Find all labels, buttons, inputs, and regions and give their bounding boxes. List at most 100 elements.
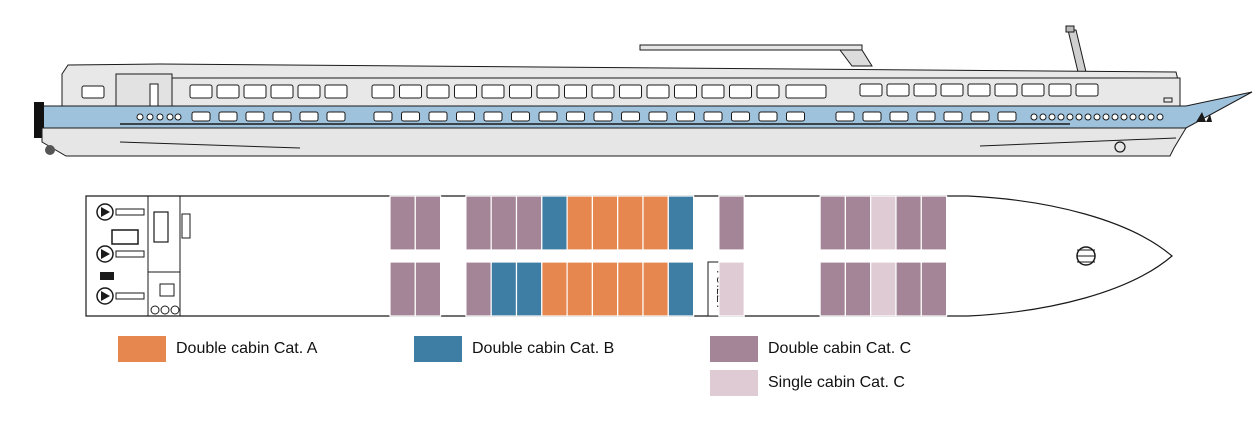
cabin-cat-c-double[interactable]	[414, 195, 442, 251]
porthole	[1039, 113, 1047, 121]
side-portholes	[136, 113, 1164, 121]
cabin-window	[756, 84, 780, 99]
legend-label-cat-a-double: Double cabin Cat. A	[176, 340, 318, 357]
cabin-cat-c-double[interactable]	[465, 195, 492, 251]
cabin-cat-c-double[interactable]	[895, 261, 922, 317]
bow-logo-icon	[1196, 112, 1212, 122]
lower-window	[835, 111, 855, 122]
engine-shaft	[115, 292, 145, 300]
porthole	[1120, 113, 1128, 121]
cabin-cat-a-double[interactable]	[591, 261, 619, 317]
porthole	[1084, 113, 1092, 121]
cabin-cat-c-double[interactable]	[844, 261, 872, 317]
cabin-window	[536, 84, 560, 99]
cabin-cat-c-double[interactable]	[819, 195, 846, 251]
cabin-cat-c-double[interactable]	[819, 261, 846, 317]
legend-swatch-cat-b-double	[414, 336, 462, 362]
legend-item-cat-c-single: Single cabin Cat. C	[710, 370, 905, 396]
service-room	[147, 271, 181, 317]
cabin-window	[1075, 83, 1099, 97]
cabin-window	[701, 84, 725, 99]
lower-window	[889, 111, 909, 122]
cabin-cat-c-double[interactable]	[389, 261, 416, 317]
cabin-cat-c-double[interactable]	[490, 195, 518, 251]
porthole	[1102, 113, 1110, 121]
porthole	[1147, 113, 1155, 121]
cabin-cat-b-double[interactable]	[667, 195, 695, 251]
cabin-cat-b-double[interactable]	[515, 261, 543, 317]
ship-side-view	[34, 25, 1253, 157]
cabin-cat-a-double[interactable]	[566, 261, 593, 317]
lower-window	[373, 111, 393, 122]
cabin-window	[994, 83, 1018, 97]
cabin-cat-b-double[interactable]	[541, 195, 568, 251]
lower-window	[943, 111, 963, 122]
engine-arrow-icon	[101, 291, 110, 301]
cabin-window	[216, 84, 240, 99]
sun-deck-canopy	[639, 44, 863, 51]
wheelhouse-roof	[839, 49, 873, 67]
cabin-cat-c-double[interactable]	[718, 195, 745, 251]
cabin-cat-c-single[interactable]	[870, 261, 897, 317]
porthole	[1111, 113, 1119, 121]
porthole	[1057, 113, 1065, 121]
cabin-window	[1021, 83, 1045, 97]
cabin-cat-a-double[interactable]	[617, 261, 644, 317]
legend-swatch-cat-c-double	[710, 336, 758, 362]
cabin-cat-c-double[interactable]	[920, 195, 948, 251]
cabin-window	[509, 84, 532, 99]
legend-item-cat-b-double: Double cabin Cat. B	[414, 336, 614, 362]
cabin-cat-a-double[interactable]	[566, 195, 593, 251]
lower-window	[483, 111, 503, 122]
lower-window	[648, 111, 668, 122]
hull-lower	[41, 127, 1187, 157]
cabin-window	[270, 84, 294, 99]
cabin-cat-a-double[interactable]	[617, 195, 644, 251]
cabin-cat-c-double[interactable]	[844, 195, 872, 251]
lower-window	[970, 111, 990, 122]
porthole	[1066, 113, 1074, 121]
cabin-cat-b-double[interactable]	[667, 261, 695, 317]
cabin-cat-c-double[interactable]	[920, 261, 948, 317]
legend-label-cat-c-double: Double cabin Cat. C	[768, 340, 912, 357]
hull-line	[979, 137, 1177, 147]
porthole	[1129, 113, 1137, 121]
side-windows	[81, 83, 1099, 122]
legend-swatch-cat-a-double	[118, 336, 166, 362]
porthole	[1138, 113, 1146, 121]
cabin-cat-c-double[interactable]	[895, 195, 922, 251]
cabin-cat-c-double[interactable]	[389, 195, 416, 251]
mast-top	[1065, 25, 1075, 33]
cabin-window	[940, 83, 964, 97]
porthole	[1048, 113, 1056, 121]
bridge-block	[115, 73, 173, 107]
lower-window	[326, 111, 346, 122]
cabin-window	[859, 83, 883, 97]
cabin-window	[564, 84, 587, 99]
cabin-cat-a-double[interactable]	[541, 261, 568, 317]
bow-light	[1163, 97, 1173, 103]
stern-panel	[34, 102, 44, 138]
mast	[1067, 29, 1087, 73]
cabin-cat-c-single[interactable]	[870, 195, 897, 251]
cabin-window	[619, 84, 642, 99]
cabin-window	[674, 84, 697, 99]
cabin-cat-a-double[interactable]	[591, 195, 619, 251]
legend-item-cat-c-double: Double cabin Cat. C	[710, 336, 911, 362]
lower-window	[997, 111, 1017, 122]
stair-block	[153, 211, 169, 243]
cabin-cat-c-single[interactable]	[718, 261, 745, 317]
cabin-cat-a-double[interactable]	[642, 261, 669, 317]
cabin-cat-a-double[interactable]	[642, 195, 669, 251]
cabins-top-row	[389, 195, 948, 251]
cabin-cat-c-double[interactable]	[414, 261, 442, 317]
lower-window	[566, 111, 585, 122]
cabin-window	[324, 84, 348, 99]
cabin-window	[371, 84, 395, 99]
lower-window	[299, 111, 319, 122]
cabin-window	[426, 84, 450, 99]
cabin-cat-b-double[interactable]	[490, 261, 518, 317]
cabin-cat-c-double[interactable]	[465, 261, 492, 317]
cabin-cat-c-double[interactable]	[515, 195, 543, 251]
